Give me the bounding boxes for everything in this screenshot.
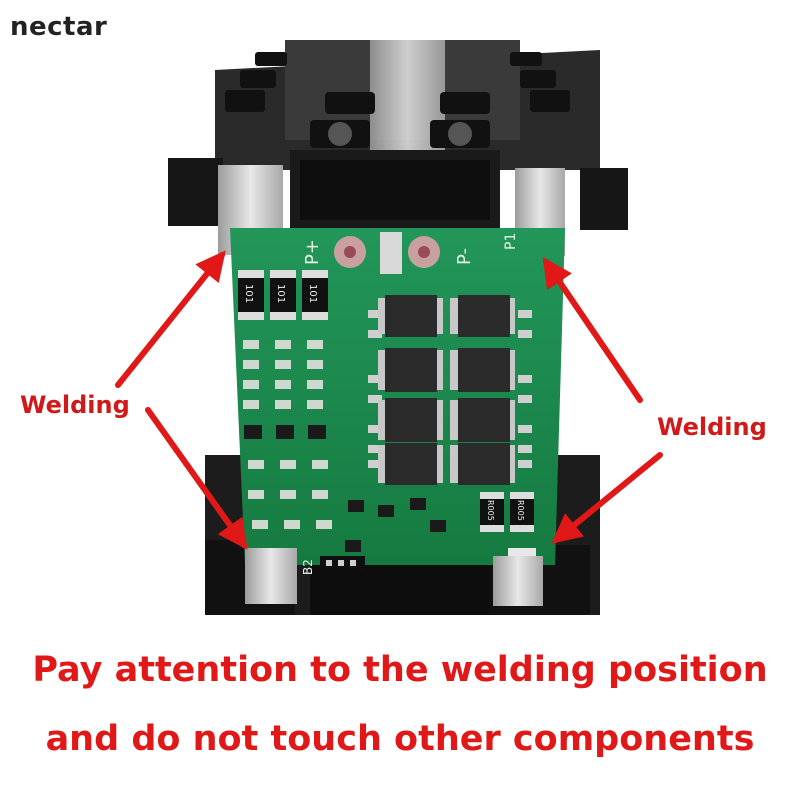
welding-label-right: Welding: [657, 413, 767, 441]
welding-arrows: [115, 250, 663, 550]
arrow-top-right: [542, 257, 643, 403]
welding-label-left: Welding: [20, 391, 130, 419]
arrow-bottom-left: [145, 407, 248, 550]
pad-label-pminus: P-: [454, 248, 475, 265]
svg-text:101: 101: [243, 284, 254, 303]
battery-holder-top: [215, 40, 600, 170]
brand-watermark: nectar: [10, 12, 108, 42]
svg-text:101: 101: [307, 284, 318, 303]
svg-text:101: 101: [275, 284, 286, 303]
resistor-101-c: 101: [302, 270, 328, 320]
shunt-resistors: R005 R005: [480, 492, 534, 532]
bms-pcb: P+ P- P1 B2 101 101 101: [230, 228, 565, 575]
arrow-top-left: [115, 250, 226, 388]
nickel-tab-bottom-right: [493, 556, 543, 606]
resistor-101-b: 101: [270, 270, 296, 320]
mosfet-array: [368, 295, 532, 485]
pad-label-b2: B2: [301, 559, 315, 575]
resistor-101-a: 101: [238, 270, 264, 320]
arrow-bottom-right: [551, 452, 663, 544]
nickel-tab-bottom-left: [245, 548, 297, 604]
svg-text:R005: R005: [516, 500, 525, 521]
holder-bracket-top: [168, 150, 628, 230]
pad-label-p1: P1: [503, 233, 519, 250]
caption-line-1: Pay attention to the welding position: [32, 650, 768, 690]
caption-line-2: and do not touch other components: [45, 719, 755, 759]
svg-text:R005: R005: [486, 500, 495, 521]
pad-label-pplus: P+: [302, 239, 323, 265]
